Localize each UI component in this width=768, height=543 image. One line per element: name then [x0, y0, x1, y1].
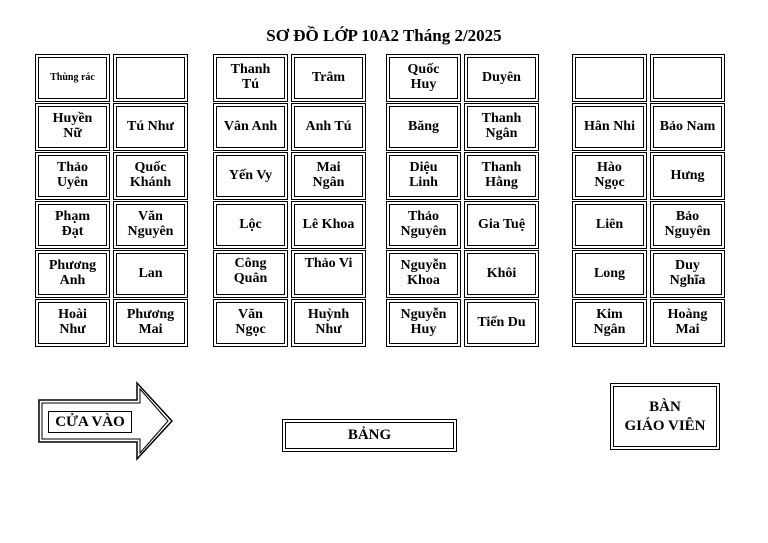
seat-cell: Lê Khoa	[291, 201, 366, 249]
seat-cell: Mai Ngân	[291, 152, 366, 200]
seat-cell: Vân Anh	[213, 103, 288, 151]
seat-cell: Diệu Linh	[386, 152, 461, 200]
seat-cell: Yến Vy	[213, 152, 288, 200]
seat-cell: Nguyễn Huy	[386, 299, 461, 347]
seat-cell: Hoàng Mai	[650, 299, 725, 347]
entrance-label: CỬA VÀO	[48, 411, 132, 433]
seat-cell: Quốc Huy	[386, 54, 461, 102]
seat-cell: Phạm Đạt	[35, 201, 110, 249]
blackboard: BẢNG	[282, 419, 457, 452]
seat-cell	[650, 54, 725, 102]
seat-cell	[572, 54, 647, 102]
seat-cell: Trâm	[291, 54, 366, 102]
seat-cell: Bảo Nguyên	[650, 201, 725, 249]
seat-cell: Hưng	[650, 152, 725, 200]
seat-cell: Duy Nghĩa	[650, 250, 725, 298]
seat-cell: Long	[572, 250, 647, 298]
page-title: SƠ ĐỒ LỚP 10A2 Tháng 2/2025	[266, 26, 502, 45]
seat-cell: Anh Tú	[291, 103, 366, 151]
seat-cell: Thảo Uyên	[35, 152, 110, 200]
entrance: CỬA VÀO	[38, 381, 174, 461]
seat-cell: Huyền Nữ	[35, 103, 110, 151]
seat-cell: Kim Ngân	[572, 299, 647, 347]
seat-cell: Lộc	[213, 201, 288, 249]
seat-cell: Tú Như	[113, 103, 188, 151]
seat-cell: Văn Nguyên	[113, 201, 188, 249]
seat-cell: Băng	[386, 103, 461, 151]
seat-cell: Hoài Như	[35, 299, 110, 347]
seat-cell: Quốc Khánh	[113, 152, 188, 200]
seat-cell: Liên	[572, 201, 647, 249]
seat-cell: Duyên	[464, 54, 539, 102]
teacher-desk: BÀN GIÁO VIÊN	[610, 383, 720, 450]
seat-cell: Thảo Vi	[291, 250, 366, 298]
seat-cell: Gia Tuệ	[464, 201, 539, 249]
seat-cell: Thanh Ngân	[464, 103, 539, 151]
seat-cell	[113, 54, 188, 102]
seat-cell: Phương Mai	[113, 299, 188, 347]
seat-cell: Huỳnh Như	[291, 299, 366, 347]
seat-cell: Thùng rác	[35, 54, 110, 102]
seat-cell: Tiến Du	[464, 299, 539, 347]
seat-cell: Lan	[113, 250, 188, 298]
seat-cell: Hào Ngọc	[572, 152, 647, 200]
seat-cell: Văn Ngọc	[213, 299, 288, 347]
seat-cell: Thanh Hằng	[464, 152, 539, 200]
seat-cell: Nguyễn Khoa	[386, 250, 461, 298]
seat-cell: Công Quân	[213, 250, 288, 298]
seat-cell: Thảo Nguyên	[386, 201, 461, 249]
seat-cell: Bảo Nam	[650, 103, 725, 151]
seat-cell: Hân Nhi	[572, 103, 647, 151]
seat-cell: Thanh Tú	[213, 54, 288, 102]
seat-cell: Khôi	[464, 250, 539, 298]
seat-cell: Phương Anh	[35, 250, 110, 298]
